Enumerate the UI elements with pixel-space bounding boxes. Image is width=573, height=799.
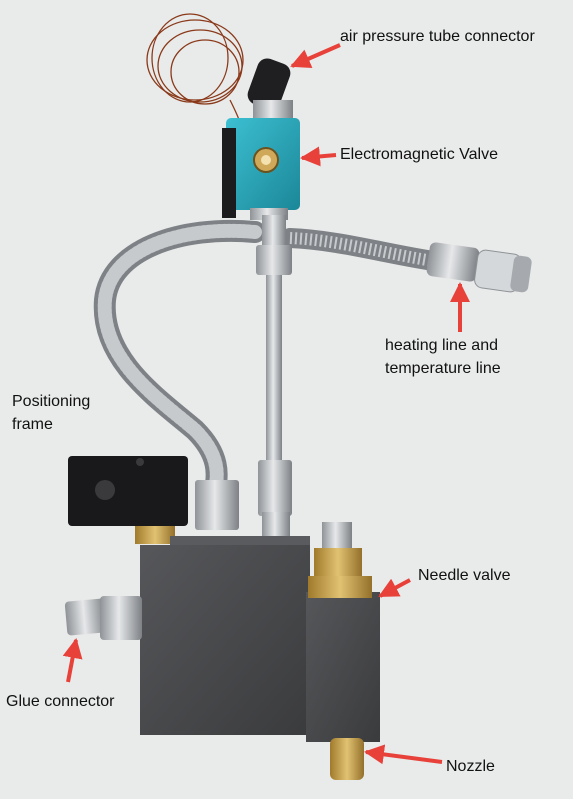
label-air-pressure: air pressure tube connector (340, 28, 535, 45)
wire-coil (146, 13, 244, 146)
heating-block (140, 536, 380, 742)
label-heating-line-1: heating line and (385, 337, 498, 354)
needle-valve (308, 522, 372, 598)
label-positioning-1: Positioning (12, 393, 91, 410)
label-glue-connector: Glue connector (6, 693, 115, 710)
label-electromagnetic-valve: Electromagnetic Valve (340, 146, 498, 163)
callout-arrows (62, 43, 470, 765)
label-positioning-2: frame (12, 416, 53, 433)
label-heating-line-2: temperature line (385, 360, 501, 377)
label-nozzle: Nozzle (446, 758, 495, 775)
positioning-frame (68, 456, 188, 544)
nozzle (330, 738, 364, 780)
electromagnetic-valve (222, 118, 300, 220)
glue-connector (64, 596, 142, 640)
label-needle-valve: Needle valve (418, 567, 511, 584)
aviation-plug (426, 242, 532, 293)
